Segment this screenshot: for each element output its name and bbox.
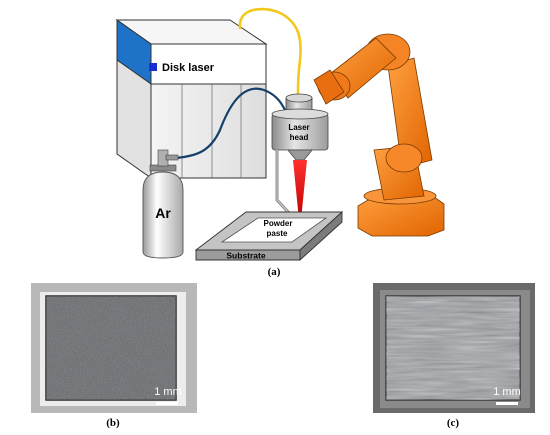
disk-laser-label: Disk laser	[162, 62, 215, 74]
powder-paste-pad	[220, 217, 328, 243]
powder-paste-label-line2: paste	[267, 229, 288, 238]
robot-arm	[313, 33, 445, 237]
powder-paste-label-line1: Powder	[264, 219, 293, 228]
gas-hose	[174, 87, 292, 160]
caption-a: (a)	[268, 266, 281, 278]
argon-label: Ar	[155, 205, 171, 221]
scale-label-c: 1 mm	[493, 386, 521, 398]
argon-cylinder: Ar	[142, 149, 184, 259]
optical-fiber	[238, 7, 302, 100]
laser-beam	[293, 160, 307, 220]
substrate-platform: Powder paste Substrate	[194, 210, 344, 262]
photo-c: 1 mm	[373, 283, 535, 413]
laser-head-label-line1: Laser	[288, 123, 309, 132]
scale-label-b: 1 mm	[154, 386, 182, 398]
substrate-label: Substrate	[226, 251, 265, 261]
disk-laser-marker	[149, 63, 157, 71]
scale-bar-c	[496, 402, 518, 405]
caption-c: (c)	[447, 417, 460, 429]
laser-head: Laser head	[271, 93, 329, 161]
caption-b: (b)	[106, 417, 120, 429]
photo-b: 1 mm	[31, 283, 197, 413]
laser-head-label-line2: head	[290, 133, 309, 142]
powder-nozzle	[275, 148, 292, 216]
scale-bar-b	[156, 402, 178, 405]
